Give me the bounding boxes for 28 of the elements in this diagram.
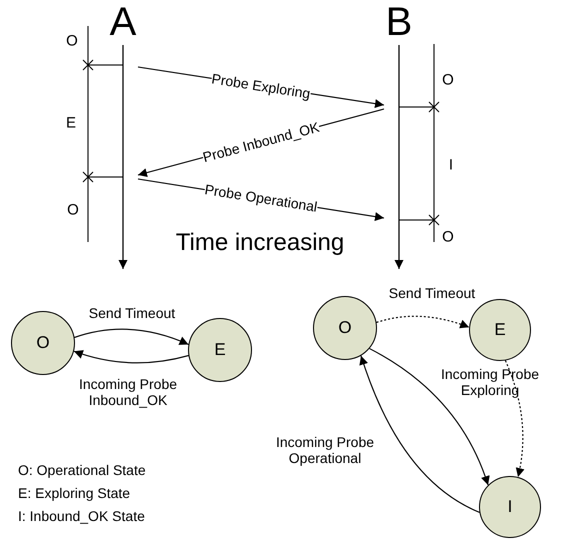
legend-text: I: Inbound_OK State [18, 508, 145, 524]
state-letter: I [448, 156, 454, 174]
participant-label: A [110, 2, 136, 42]
state-letter: E [66, 114, 76, 132]
edge-label: Incoming Probe Operational [274, 434, 376, 466]
arrow [369, 348, 490, 486]
edge-label: Incoming Probe Inbound_OK [78, 376, 178, 408]
legend-text: E: Exploring State [18, 484, 130, 502]
state-label: O [338, 318, 352, 338]
state-label: E [214, 340, 226, 360]
arrow [74, 350, 189, 364]
arrow [74, 328, 189, 346]
axis-caption: Time increasing [176, 229, 344, 257]
arrow [360, 356, 480, 513]
edge-label: Send Timeout [88, 304, 176, 322]
arrow [504, 360, 524, 478]
arrow [376, 316, 470, 328]
edge-label: Incoming Probe Exploring [440, 366, 540, 398]
state-letter: O [66, 32, 78, 50]
participant-label: B [386, 2, 412, 42]
state-label: O [36, 333, 50, 353]
state-letter: O [67, 201, 79, 219]
state-letter: O [442, 71, 454, 89]
state-letter: O [442, 228, 454, 246]
legend-text: O: Operational State [18, 462, 146, 478]
edge-label: Send Timeout [388, 284, 476, 302]
state-label: I [508, 497, 512, 517]
state-label: E [494, 320, 506, 340]
